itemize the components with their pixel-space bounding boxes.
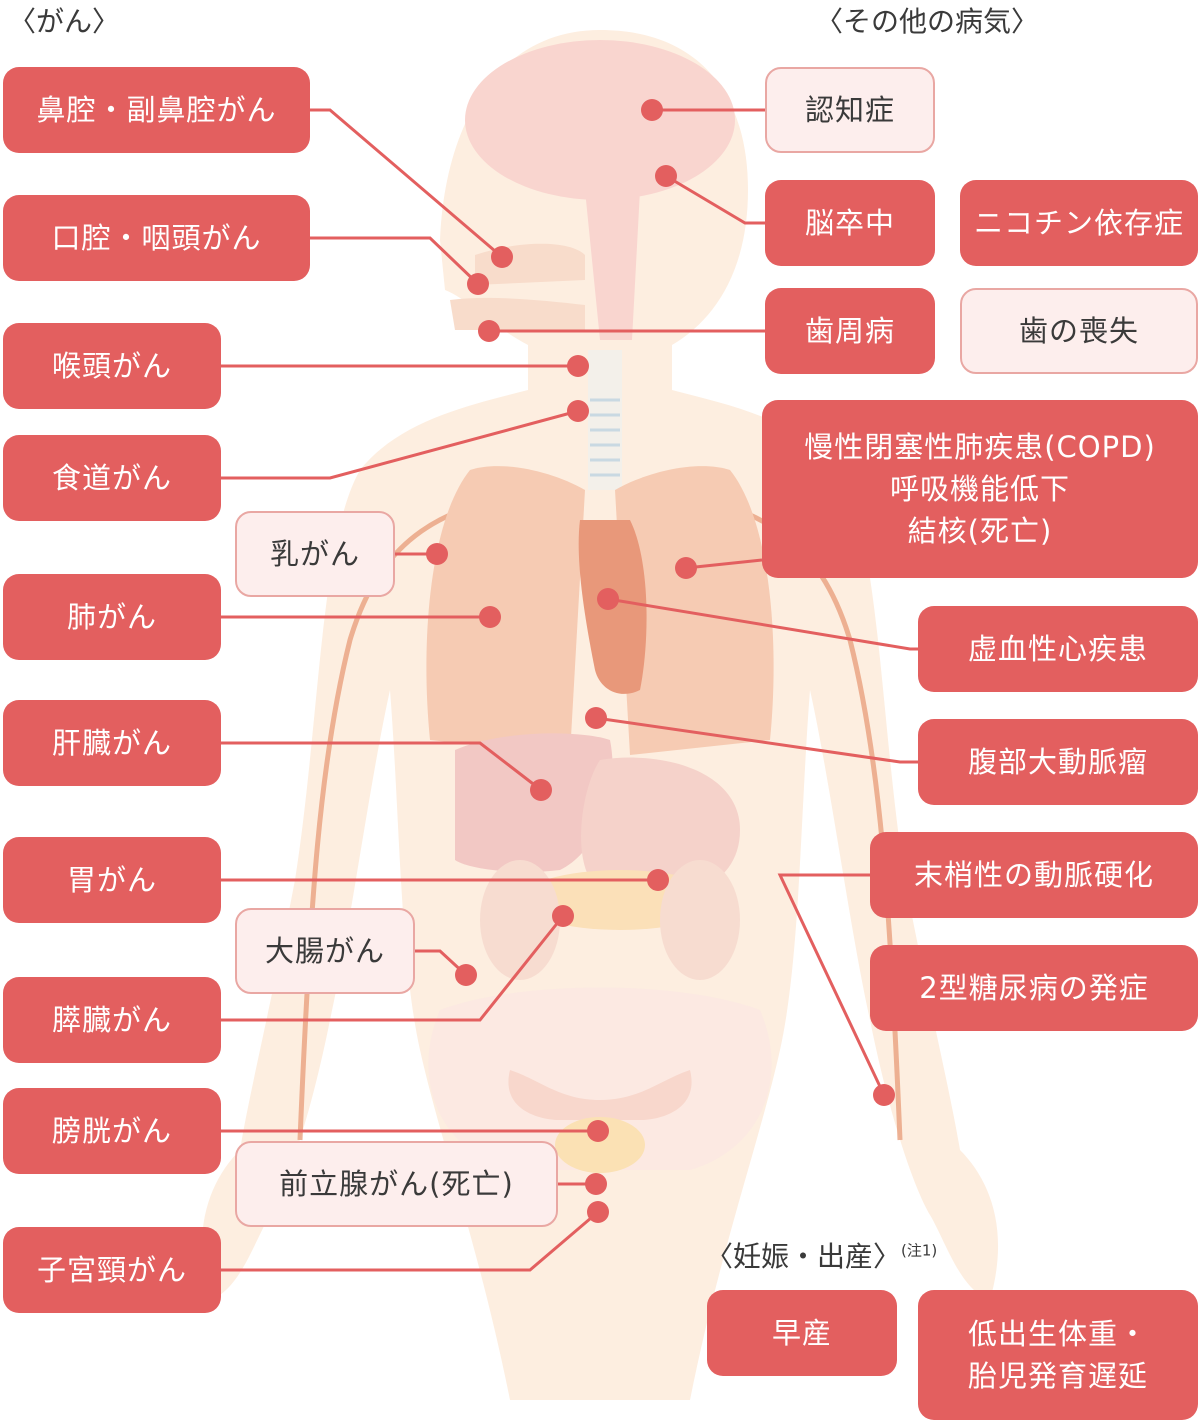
- disease-dementia-box: 認知症: [765, 67, 935, 153]
- cancer-breast-box: 乳がん: [235, 511, 395, 597]
- connector-line-ischemic: [607, 597, 918, 651]
- cancer-prostate-box: 前立腺がん(死亡): [235, 1141, 558, 1227]
- disease-nicotine-box: ニコチン依存症: [960, 180, 1198, 266]
- cancer-oral-box: 口腔・咽頭がん: [3, 195, 310, 281]
- disease-stroke-box: 脳卒中: [765, 180, 935, 266]
- disease-diabetes-box: 2型糖尿病の発症: [870, 945, 1198, 1031]
- target-dot-lung: [479, 606, 501, 628]
- connector-line-oral: [310, 236, 480, 286]
- pregnancy-note: (注1): [901, 1241, 938, 1260]
- lungs: [426, 466, 774, 755]
- target-dot-bladder: [587, 1120, 609, 1142]
- connector-line-cervical: [221, 1210, 599, 1272]
- target-dot-liver: [530, 779, 552, 801]
- disease-aortic-aneurysm-box: 腹部大動脈瘤: [918, 719, 1198, 805]
- target-dot-copd: [675, 557, 697, 579]
- liver: [455, 733, 613, 872]
- connector-line-colon: [415, 949, 468, 977]
- disease-arteriosclerosis-box: 末梢性の動脈硬化: [870, 832, 1198, 918]
- target-dot-pancreas: [552, 905, 574, 927]
- connector-line-pancreas: [221, 915, 565, 1022]
- target-dot-cervical: [587, 1201, 609, 1223]
- target-dot-prostate: [585, 1173, 607, 1195]
- connector-line-copd: [685, 558, 763, 570]
- connector-line-stroke: [665, 174, 765, 225]
- cancer-nasal-box: 鼻腔・副鼻腔がん: [3, 67, 310, 153]
- connector-line-liver: [221, 741, 542, 792]
- cancer-cervical-box: 子宮頸がん: [3, 1227, 221, 1313]
- cancer-stomach-box: 胃がん: [3, 837, 221, 923]
- target-dot-stroke: [655, 165, 677, 187]
- cancer-pancreas-box: 膵臓がん: [3, 977, 221, 1063]
- pregnancy-heading: 〈妊娠・出産〉(注1): [705, 1235, 937, 1275]
- target-dot-aneurysm: [585, 707, 607, 729]
- cancer-larynx-box: 喉頭がん: [3, 323, 221, 409]
- target-dot-esophagus: [567, 400, 589, 422]
- target-dot-periodontal: [478, 320, 500, 342]
- target-dot-oral: [467, 273, 489, 295]
- pregnancy-heading-text: 〈妊娠・出産〉: [705, 1240, 902, 1273]
- target-dot-stomach: [647, 869, 669, 891]
- target-dot-breast: [426, 543, 448, 565]
- target-dot-colon: [455, 964, 477, 986]
- connector-line-nasal: [310, 108, 503, 259]
- uterus: [508, 1070, 692, 1120]
- pregnancy-preterm-box: 早産: [707, 1290, 897, 1376]
- target-dot-nasal: [491, 246, 513, 268]
- cancer-heading: 〈がん〉: [8, 5, 121, 38]
- target-dot-dementia: [641, 99, 663, 121]
- disease-ischemic-heart-box: 虚血性心疾患: [918, 606, 1198, 692]
- disease-periodontal-box: 歯周病: [765, 288, 935, 374]
- cancer-bladder-box: 膀胱がん: [3, 1088, 221, 1174]
- connector-line-arterio: [777, 873, 886, 1096]
- brain: [465, 40, 735, 340]
- target-dot-larynx: [567, 355, 589, 377]
- cancer-lung-box: 肺がん: [3, 574, 221, 660]
- cancer-colon-box: 大腸がん: [235, 908, 415, 994]
- disease-copd-box: 慢性閉塞性肺疾患(COPD) 呼吸機能低下 結核(死亡): [762, 400, 1198, 578]
- target-dot-arterio: [873, 1084, 895, 1106]
- connector-line-esophagus: [221, 409, 579, 480]
- target-dot-ischemic: [597, 588, 619, 610]
- pelvis: [428, 987, 772, 1170]
- cancer-esophagus-box: 食道がん: [3, 435, 221, 521]
- intestines: [480, 860, 740, 980]
- connector-line-aneurysm: [595, 716, 918, 764]
- disease-tooth-loss-box: 歯の喪失: [960, 288, 1198, 374]
- trachea: [588, 350, 622, 490]
- other-diseases-heading: 〈その他の病気〉: [815, 5, 1040, 38]
- pregnancy-low-birthweight-box: 低出生体重・ 胎児発育遅延: [918, 1290, 1198, 1420]
- cancer-liver-box: 肝臓がん: [3, 700, 221, 786]
